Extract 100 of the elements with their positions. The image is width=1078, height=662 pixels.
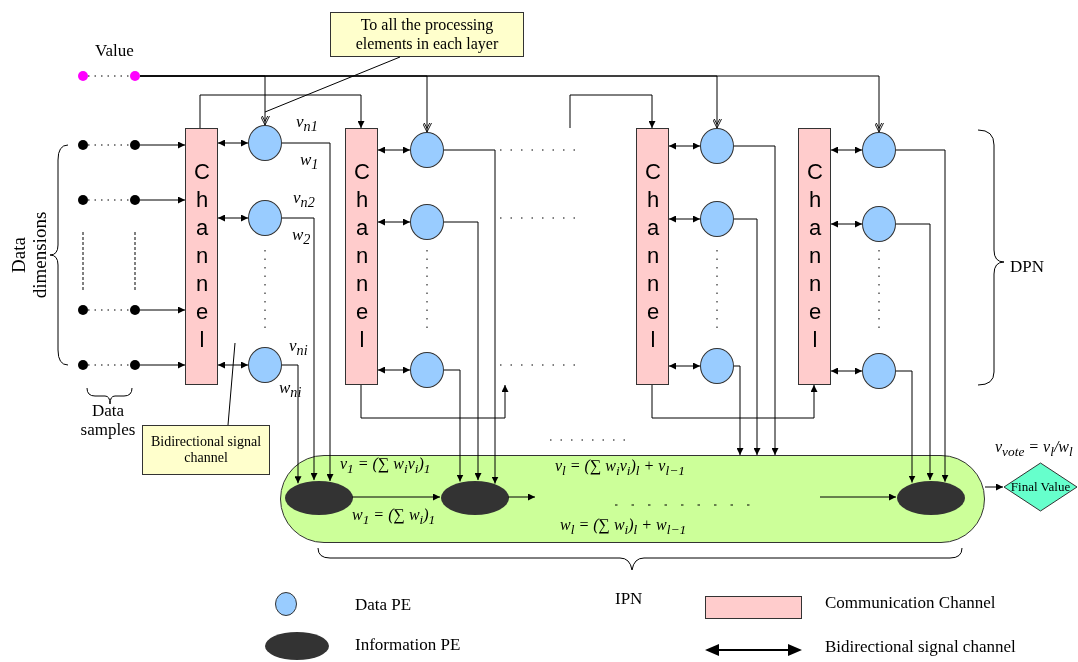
leader-line [360, 384, 509, 419]
arrow [217, 139, 249, 147]
variable-label: v$_{ni}$ [289, 336, 308, 360]
arrow [733, 365, 744, 456]
dot [78, 71, 88, 81]
circle-node [248, 200, 282, 236]
arrow [668, 215, 701, 223]
dot [78, 140, 88, 150]
arrow [443, 149, 499, 485]
vertical-label: Channel [801, 158, 828, 355]
circle-node [700, 128, 734, 164]
circle-node [410, 352, 444, 388]
arrow [217, 361, 249, 369]
variable-label: w$_{1}$ [300, 150, 319, 174]
variable-label: v$_{n1}$ [296, 112, 318, 136]
arrow [139, 141, 186, 149]
dot [130, 360, 140, 370]
arrow [281, 364, 302, 484]
callout-text: Bidirectional signal channel [150, 433, 262, 467]
arrow [733, 218, 761, 456]
circle-node [700, 201, 734, 237]
callout-text: To all the processing elements in each layer [354, 16, 500, 53]
arrow [443, 369, 464, 482]
arrow [651, 384, 818, 419]
arrow [377, 366, 411, 374]
arrow [281, 142, 334, 482]
dotted-line [87, 364, 131, 366]
legend-text: Information PE [355, 636, 461, 655]
vertical-label: Channel [639, 158, 666, 355]
arrow [377, 146, 411, 154]
dotted-line [87, 75, 131, 77]
arrow [139, 306, 186, 314]
dot [130, 195, 140, 205]
arrow [443, 221, 482, 481]
callout-box [142, 425, 270, 475]
formula: v$_{l}$ = (∑ w$_{i}$v$_{i}$)$_{l}$ + v$_{l−1}$ [555, 457, 685, 479]
arrow [217, 214, 249, 222]
legend-text: Bidirectional signal channel [825, 638, 1016, 657]
circle-node [700, 348, 734, 384]
arrow [351, 493, 441, 501]
leader-line [264, 56, 401, 113]
arrow [281, 217, 318, 481]
ellipse-node [285, 481, 353, 515]
arrow [139, 196, 186, 204]
circle-node [248, 125, 282, 161]
arrow [830, 367, 863, 375]
arrow [569, 94, 656, 129]
leader-line [227, 342, 236, 426]
dotted-line [87, 144, 131, 146]
label-text: Data dimensions [9, 210, 51, 301]
arrow [139, 361, 186, 369]
variable-label: v$_{n2}$ [293, 188, 315, 212]
dot [130, 140, 140, 150]
circle-node [862, 132, 896, 168]
circle-node [862, 353, 896, 389]
channel-box [798, 128, 831, 385]
variable-label: w$_{ni}$ [279, 378, 302, 402]
arrow [377, 218, 411, 226]
arrow [668, 142, 701, 150]
channel-box [185, 128, 218, 385]
node-label: Final Value [1010, 479, 1071, 495]
formula: v$_{1}$ = (∑ w$_{i}$v$_{i}$)$_{1}$ [340, 455, 431, 477]
arrow [895, 370, 916, 484]
arrow [819, 493, 897, 501]
dot [130, 71, 140, 81]
channel-box [345, 128, 378, 385]
label-text: IPN [615, 590, 643, 609]
formula: v$_{vote}$ = v$_{l}$/w$_{l}$ [995, 438, 1073, 460]
arrow [830, 146, 863, 154]
dotted-line [87, 199, 131, 201]
label-text: DPN [1010, 258, 1044, 277]
circle-node [410, 132, 444, 168]
circle-node [862, 206, 896, 242]
dot [78, 305, 88, 315]
dot [78, 195, 88, 205]
variable-label: w$_{2}$ [292, 225, 311, 249]
decision-diamond [1003, 462, 1078, 512]
callout-box [330, 12, 524, 57]
dot [130, 305, 140, 315]
vertical-label: Channel [188, 158, 215, 355]
formula: w$_{1}$ = (∑ w$_{i}$)$_{1}$ [352, 506, 436, 528]
channel-box [636, 128, 669, 385]
legend-text: Data PE [355, 596, 412, 615]
vertical-label: Channel [348, 158, 375, 355]
circle-node [248, 347, 282, 383]
arrow [733, 145, 779, 456]
label-text: Value [95, 42, 134, 61]
arrow [895, 223, 934, 481]
label-text: Data samples [79, 402, 137, 440]
arrow [199, 94, 365, 129]
legend-text: Communication Channel [825, 594, 996, 613]
arrow [895, 149, 949, 483]
arrow [984, 483, 1004, 491]
arrow [507, 493, 536, 501]
dot [78, 360, 88, 370]
arrow [668, 362, 701, 370]
formula: w$_{l}$ = (∑ w$_{i}$)$_{l}$ + w$_{l−1}$ [560, 516, 687, 538]
arrow [830, 220, 863, 228]
dotted-line [87, 309, 131, 311]
circle-node [410, 204, 444, 240]
